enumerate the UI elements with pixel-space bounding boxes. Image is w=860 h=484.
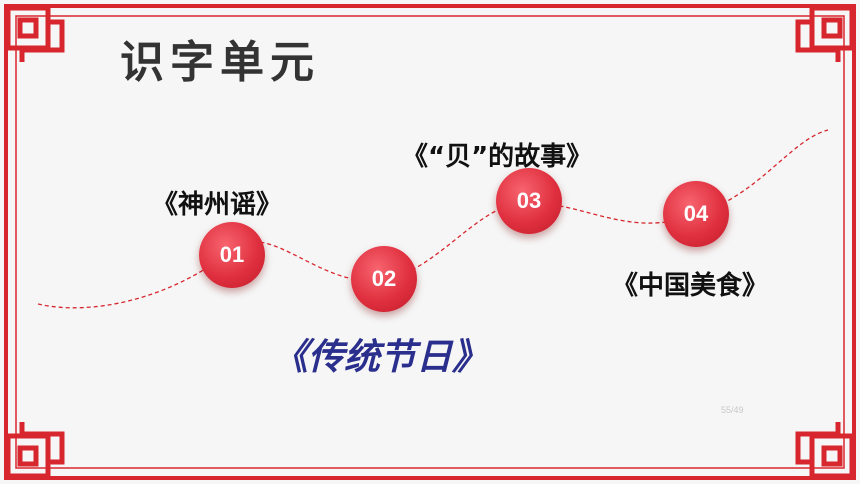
corner-knot-top-left xyxy=(5,5,65,62)
timeline-node-01: 01 xyxy=(199,222,265,288)
page-number: 55/49 xyxy=(721,405,744,415)
label-shenzhou-yao: 《神州谣》 xyxy=(152,190,283,220)
timeline-node-02: 02 xyxy=(351,246,417,312)
slide-title: 识字单元 xyxy=(120,37,320,88)
corner-knot-top-right xyxy=(795,5,855,62)
corner-knot-bottom-right xyxy=(795,422,855,479)
timeline-node-03: 03 xyxy=(496,168,562,234)
timeline-node-04: 04 xyxy=(663,181,729,247)
label-zhongguo-meishi: 《中国美食》 xyxy=(612,271,769,301)
label-chuantong-jieri: 《传统节日》 xyxy=(272,336,489,378)
corner-knot-bottom-left xyxy=(5,422,65,479)
label-bei-de-gushi: 《“贝”的故事》 xyxy=(402,142,593,172)
